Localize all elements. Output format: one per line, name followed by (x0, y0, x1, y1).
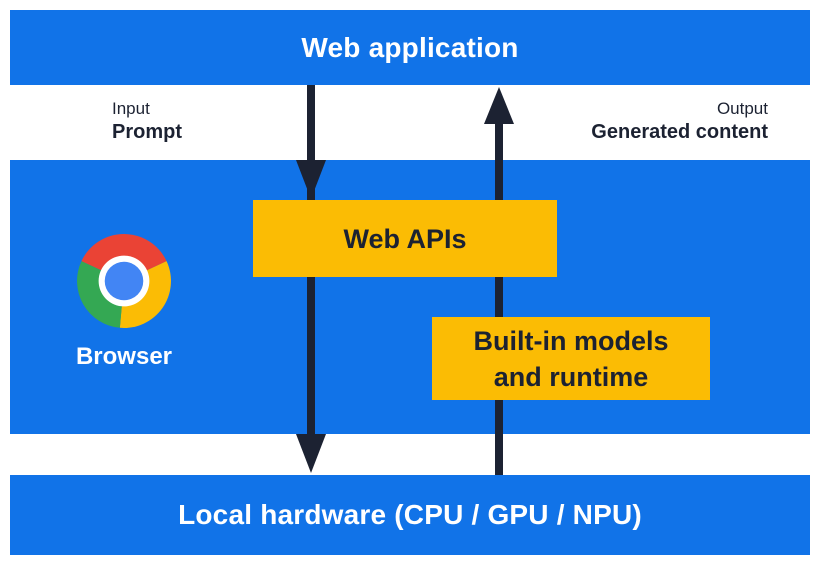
local-hardware-label: Local hardware (CPU / GPU / NPU) (178, 499, 642, 530)
input-value: Prompt (112, 121, 182, 143)
input-label-group: Input Prompt (112, 97, 182, 145)
output-label-group: Output Generated content (591, 97, 768, 145)
web-application-layer: Web application (10, 10, 810, 85)
builtin-models-label-line1: Built-in models (473, 325, 669, 356)
web-application-label: Web application (301, 31, 519, 63)
output-flow-arrowhead-icon (484, 87, 514, 124)
local-hardware-layer: Local hardware (CPU / GPU / NPU) (10, 475, 810, 555)
output-flow-arrow-line (495, 123, 503, 475)
output-value: Generated content (591, 121, 768, 143)
output-title: Output (716, 99, 768, 118)
input-flow-arrowhead-icon (296, 434, 326, 473)
input-title: Input (112, 99, 150, 118)
builtin-models-box: Built-in models and runtime (432, 317, 710, 400)
chrome-logo-icon (77, 234, 171, 328)
web-apis-box: Web APIs (253, 200, 557, 277)
browser-label: Browser (75, 343, 173, 370)
builtin-models-label-line2: and runtime (493, 361, 649, 392)
web-apis-label: Web APIs (343, 223, 467, 254)
